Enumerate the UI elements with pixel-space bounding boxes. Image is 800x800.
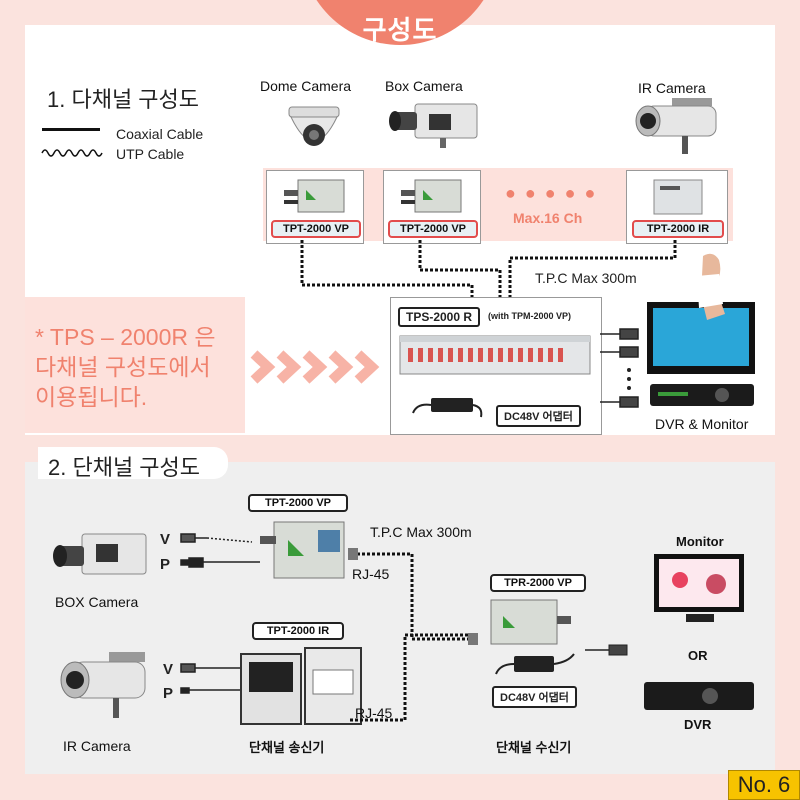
receiver-rack-icon: [399, 335, 591, 375]
monitor-icon: [654, 554, 744, 622]
rack-channel-led: [418, 348, 423, 362]
tpc-label-section1: T.P.C Max 300m: [535, 270, 637, 286]
utp-cables-section2: [348, 548, 478, 722]
rx-caption: 단채널 수신기: [496, 740, 572, 755]
note-box: [25, 297, 245, 433]
rj45-label-bottom: RJ-45: [355, 705, 393, 721]
bnc-connector-icon: [585, 644, 628, 656]
receiver-label: TPS-2000 R: [398, 307, 481, 327]
camera-label-ir: IR Camera: [638, 80, 706, 96]
tx-bottom-label: TPT-2000 IR: [252, 622, 344, 640]
rack-channel-led: [508, 348, 513, 362]
video-label-top: V: [160, 531, 171, 548]
dvr-icon: [650, 384, 754, 406]
ir-camera-label: IR Camera: [63, 738, 131, 754]
max-channels-label: Max.16 Ch: [513, 210, 583, 226]
vp-connectors: [180, 533, 260, 694]
receiver-single-adapter-label: DC48V 어댑터: [492, 686, 577, 708]
transmitter-icon: [401, 179, 462, 213]
rack-channel-led: [428, 348, 433, 362]
legend-utp-label: UTP Cable: [116, 146, 185, 162]
rack-channel-led: [538, 348, 543, 362]
bnc-connectors: [600, 328, 639, 408]
section1-title: 1. 다채널 구성도: [47, 87, 200, 112]
rack-channel-led: [488, 348, 493, 362]
transmitter-label-2: TPT-2000 VP: [388, 220, 478, 238]
ir-camera-icon: [635, 98, 717, 154]
power-adapter-icon: [495, 653, 575, 675]
monitor-icon: [647, 253, 755, 374]
receiver-adapter-label: DC48V 어댑터: [496, 405, 581, 427]
rack-channel-led: [518, 348, 523, 362]
box-camera-icon: [389, 103, 478, 148]
or-label: OR: [688, 648, 708, 663]
rack-channel-led: [558, 348, 563, 362]
note-line-1: * TPS – 2000R 은: [35, 324, 216, 350]
legend-coaxial-label: Coaxial Cable: [116, 126, 204, 142]
tx-top-label: TPT-2000 VP: [248, 494, 348, 512]
coaxial-legend-line: [42, 128, 100, 131]
power-label-top: P: [160, 556, 171, 573]
power-label-bottom: P: [163, 685, 174, 702]
single-channel-panel: [25, 462, 775, 774]
note-line-2: 다채널 구성도에서: [35, 354, 211, 380]
rack-channel-led: [528, 348, 533, 362]
rack-channel-led: [438, 348, 443, 362]
transmitter-label-1: TPT-2000 VP: [271, 220, 361, 238]
utp-legend-line: [41, 149, 103, 157]
dvr-icon: [644, 682, 754, 710]
camera-label-box: Box Camera: [385, 78, 463, 94]
rj45-label-top: RJ-45: [352, 566, 390, 582]
page-title: 구성도: [362, 15, 438, 45]
transmitter-icon: [284, 179, 345, 213]
box-camera-label: BOX Camera: [55, 594, 139, 610]
ir-transmitter-icon: [240, 647, 362, 725]
section2-title: 2. 단채널 구성도: [48, 455, 201, 480]
output-label: DVR & Monitor: [655, 416, 749, 432]
box-camera-icon: [53, 533, 147, 575]
rack-channel-led: [408, 348, 413, 362]
transmitter-icon: [653, 179, 703, 215]
section2-tab: [38, 447, 228, 479]
tpc-label-section2: T.P.C Max 300m: [370, 524, 472, 540]
rack-channel-led: [458, 348, 463, 362]
receiver-single-label: TPR-2000 VP: [490, 574, 586, 592]
page-number-badge: No. 6: [728, 770, 800, 800]
rack-channel-led: [478, 348, 483, 362]
monitor-label: Monitor: [676, 534, 724, 549]
transmitter-icon: [260, 521, 345, 579]
video-label-bottom: V: [163, 661, 174, 678]
ir-camera-icon: [60, 652, 146, 718]
note-line-3: 이용됩니다.: [35, 384, 148, 410]
arrow-chevron-icon: [250, 350, 380, 384]
rack-channel-led: [498, 348, 503, 362]
rack-channel-led: [468, 348, 473, 362]
power-adapter-icon: [412, 398, 483, 418]
receiver-note: (with TPM-2000 VP): [488, 311, 572, 321]
rack-channel-led: [548, 348, 553, 362]
camera-label-dome: Dome Camera: [260, 78, 352, 94]
tx-caption: 단채널 송신기: [249, 740, 325, 755]
dvr-label: DVR: [684, 717, 712, 732]
utp-cables-section1: [300, 240, 677, 297]
receiver-icon: [490, 599, 571, 645]
rack-channel-led: [448, 348, 453, 362]
transmitter-label-3: TPT-2000 IR: [632, 220, 724, 238]
dome-camera-icon: [288, 106, 340, 146]
channel-dots: ●●●●●: [505, 183, 605, 203]
